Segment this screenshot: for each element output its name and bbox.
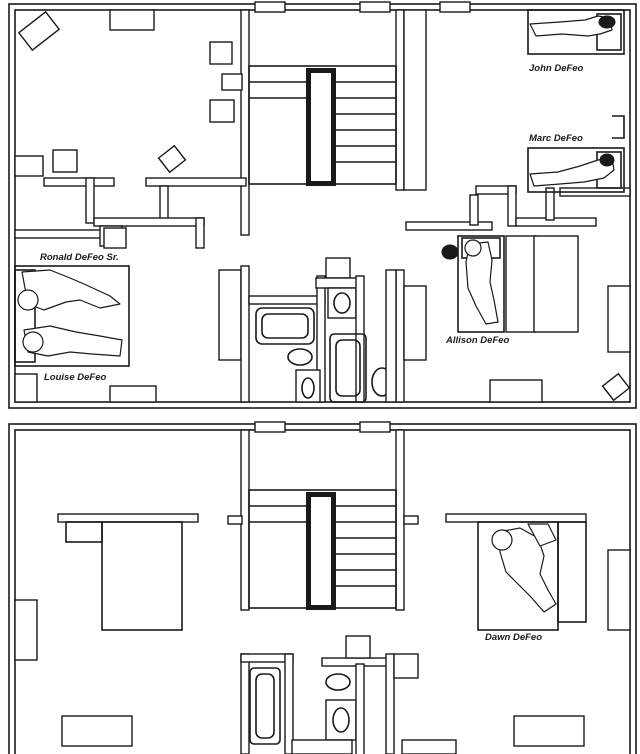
label-allison: Allison DeFeo — [445, 335, 510, 346]
nightstand-3 — [209, 99, 235, 123]
third-floor-plan — [8, 421, 637, 754]
louise-figure — [22, 325, 123, 357]
staircase-third-floor — [248, 489, 397, 610]
stub-right-third — [403, 515, 419, 525]
label-john: John DeFeo — [529, 63, 584, 74]
allison-nightstand — [505, 235, 537, 333]
parents-chest — [109, 385, 157, 403]
window-top-1 — [109, 9, 155, 31]
nightstand-2 — [221, 73, 243, 91]
wall-stair-left — [240, 9, 250, 236]
empty-bed — [57, 513, 199, 631]
window-top-3 — [359, 1, 391, 13]
allison-figure — [441, 239, 499, 325]
third-floor-bathroom — [240, 635, 419, 754]
window-bottom-1 — [254, 421, 286, 433]
ronald-sr-figure — [17, 269, 121, 311]
allison-chair — [601, 372, 631, 402]
door-swing-right — [612, 115, 625, 139]
left-table-third — [61, 715, 133, 747]
wall-right-third — [395, 429, 405, 611]
dresser-left — [14, 155, 44, 177]
dawn-figure — [491, 523, 557, 613]
wall-stair-right — [395, 9, 405, 191]
closet-right-stair — [403, 9, 427, 191]
dawn-bed — [445, 513, 587, 631]
nightstand-1 — [209, 41, 233, 65]
bureau — [17, 10, 61, 52]
parents-bed — [14, 265, 130, 367]
allison-dresser — [533, 235, 579, 333]
window-top-4 — [439, 1, 471, 13]
allison-chest — [607, 285, 631, 353]
window-top-2 — [254, 1, 286, 13]
bottom-partition-2 — [291, 739, 353, 754]
window-bottom-2 — [359, 421, 391, 433]
hall-partitions — [14, 177, 631, 249]
left-chest-third — [14, 599, 38, 661]
second-floor-outer-wall — [8, 3, 637, 409]
parents-nightstand — [14, 373, 38, 403]
right-chest-third — [607, 549, 631, 631]
chair-2 — [157, 144, 187, 174]
stub-left-third — [227, 515, 243, 525]
label-louise: Louise DeFeo — [44, 372, 106, 383]
second-floor-bathroom — [240, 257, 397, 403]
third-floor-outer-wall — [8, 423, 637, 754]
bottom-partition-1 — [401, 739, 457, 754]
staircase-second-floor — [248, 65, 397, 186]
allison-table — [489, 379, 543, 403]
john-figure — [529, 15, 616, 37]
chair-1 — [52, 149, 78, 173]
allison-closet — [403, 285, 427, 361]
wall-stair-right-lower — [395, 269, 405, 403]
label-marc: Marc DeFeo — [529, 133, 583, 144]
label-dawn: Dawn DeFeo — [485, 632, 542, 643]
parents-cabinet — [103, 227, 127, 249]
right-table-third — [513, 715, 585, 747]
marc-figure — [529, 153, 615, 187]
label-ronald: Ronald DeFeo Sr. — [40, 252, 119, 263]
parents-closet-wall — [218, 269, 242, 361]
second-floor-plan — [8, 1, 637, 409]
